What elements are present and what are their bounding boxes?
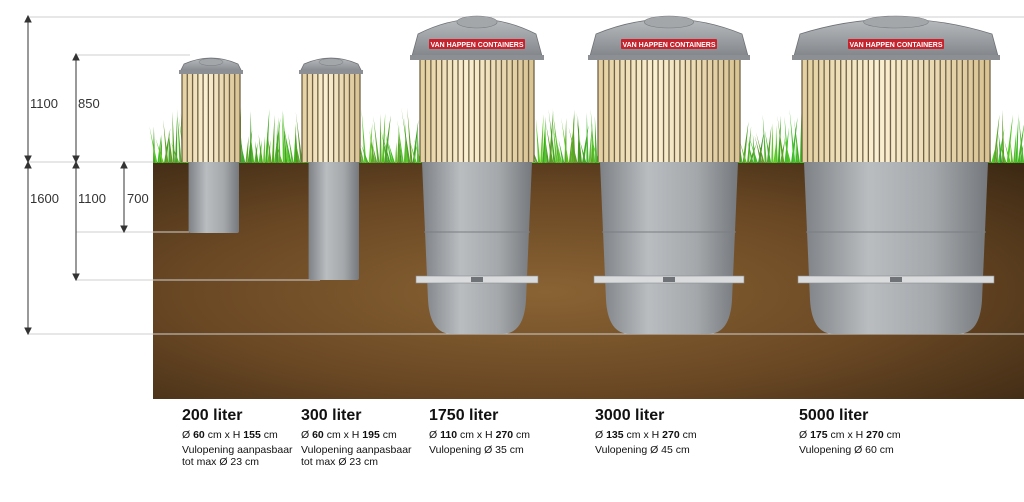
caption-note-2: tot max Ø 23 cm (301, 456, 379, 468)
brand-plate (429, 39, 525, 49)
lid-hatch (643, 15, 695, 29)
caption-size: Ø 135 cm x H 270 cm (595, 429, 697, 441)
lid-hatch (863, 15, 929, 29)
caption-5000-liter: 5000 liter Ø 175 cm x H 270 cm Vulopenin… (799, 407, 901, 456)
container-5000-liter: VAN HAPPEN CONTAINERS (792, 15, 1000, 334)
dimension-arrows (24, 14, 128, 336)
caption-title: 3000 liter (595, 407, 665, 424)
dim-700-below: 700 (127, 191, 149, 206)
caption-size: Ø 110 cm x H 270 cm (429, 429, 531, 441)
lid-rim (410, 55, 544, 60)
lid-hatch (198, 58, 224, 66)
lid-rim (792, 55, 1000, 60)
caption-title: 300 liter (301, 407, 362, 424)
dim-850-above: 850 (78, 96, 100, 111)
caption-3000-liter: 3000 liter Ø 135 cm x H 270 cm Vulopenin… (595, 407, 697, 456)
dim-1100-above: 1100 (30, 96, 58, 111)
dim-1100-below: 1100 (78, 191, 106, 206)
container-200-liter (179, 57, 243, 233)
tank-body (804, 162, 988, 334)
cladding (182, 70, 240, 162)
caption-note: Vulopening Ø 60 cm (799, 444, 894, 456)
cladding (420, 58, 534, 162)
brand-label: VAN HAPPEN CONTAINERS (622, 42, 715, 49)
brand-label: VAN HAPPEN CONTAINERS (849, 42, 942, 49)
dim-1600-below: 1600 (30, 191, 59, 206)
caption-note: Vulopening Ø 45 cm (595, 444, 690, 456)
caption-size: Ø 175 cm x H 270 cm (799, 429, 901, 441)
lid-rim (588, 55, 750, 60)
ring-clamp (471, 277, 483, 282)
tank-body (308, 160, 359, 280)
ring-clamp (890, 277, 902, 282)
caption-note: Vulopening Ø 35 cm (429, 444, 524, 456)
container-300-liter (299, 57, 363, 280)
caption-size: Ø 60 cm x H 155 cm (182, 429, 278, 441)
container-1750-liter: VAN HAPPEN CONTAINERS (410, 15, 544, 334)
caption-title: 200 liter (182, 407, 243, 424)
caption-size: Ø 60 cm x H 195 cm (301, 429, 397, 441)
caption-note-2: tot max Ø 23 cm (182, 456, 260, 468)
lid-hatch (456, 15, 498, 29)
tank-body (422, 162, 532, 334)
caption-300-liter: 300 liter Ø 60 cm x H 195 cm Vulopening … (301, 407, 412, 468)
ring-clamp (663, 277, 675, 282)
container-3000-liter: VAN HAPPEN CONTAINERS (588, 15, 750, 334)
caption-note: Vulopening aanpasbaar (301, 444, 412, 456)
tank-body (600, 162, 738, 334)
caption-200-liter: 200 liter Ø 60 cm x H 155 cm Vulopening … (182, 407, 293, 468)
caption-title: 1750 liter (429, 407, 499, 424)
tank-body (188, 160, 239, 233)
lid-hatch (318, 58, 344, 66)
caption-note: Vulopening aanpasbaar (182, 444, 293, 456)
brand-plate (848, 39, 944, 49)
brand-label: VAN HAPPEN CONTAINERS (430, 42, 523, 49)
lid-rim (179, 70, 243, 74)
brand-plate (621, 39, 717, 49)
caption-1750-liter: 1750 liter Ø 110 cm x H 270 cm Vulopenin… (429, 407, 530, 456)
caption-title: 5000 liter (799, 407, 869, 424)
cladding (302, 70, 360, 162)
lid-rim (299, 70, 363, 74)
